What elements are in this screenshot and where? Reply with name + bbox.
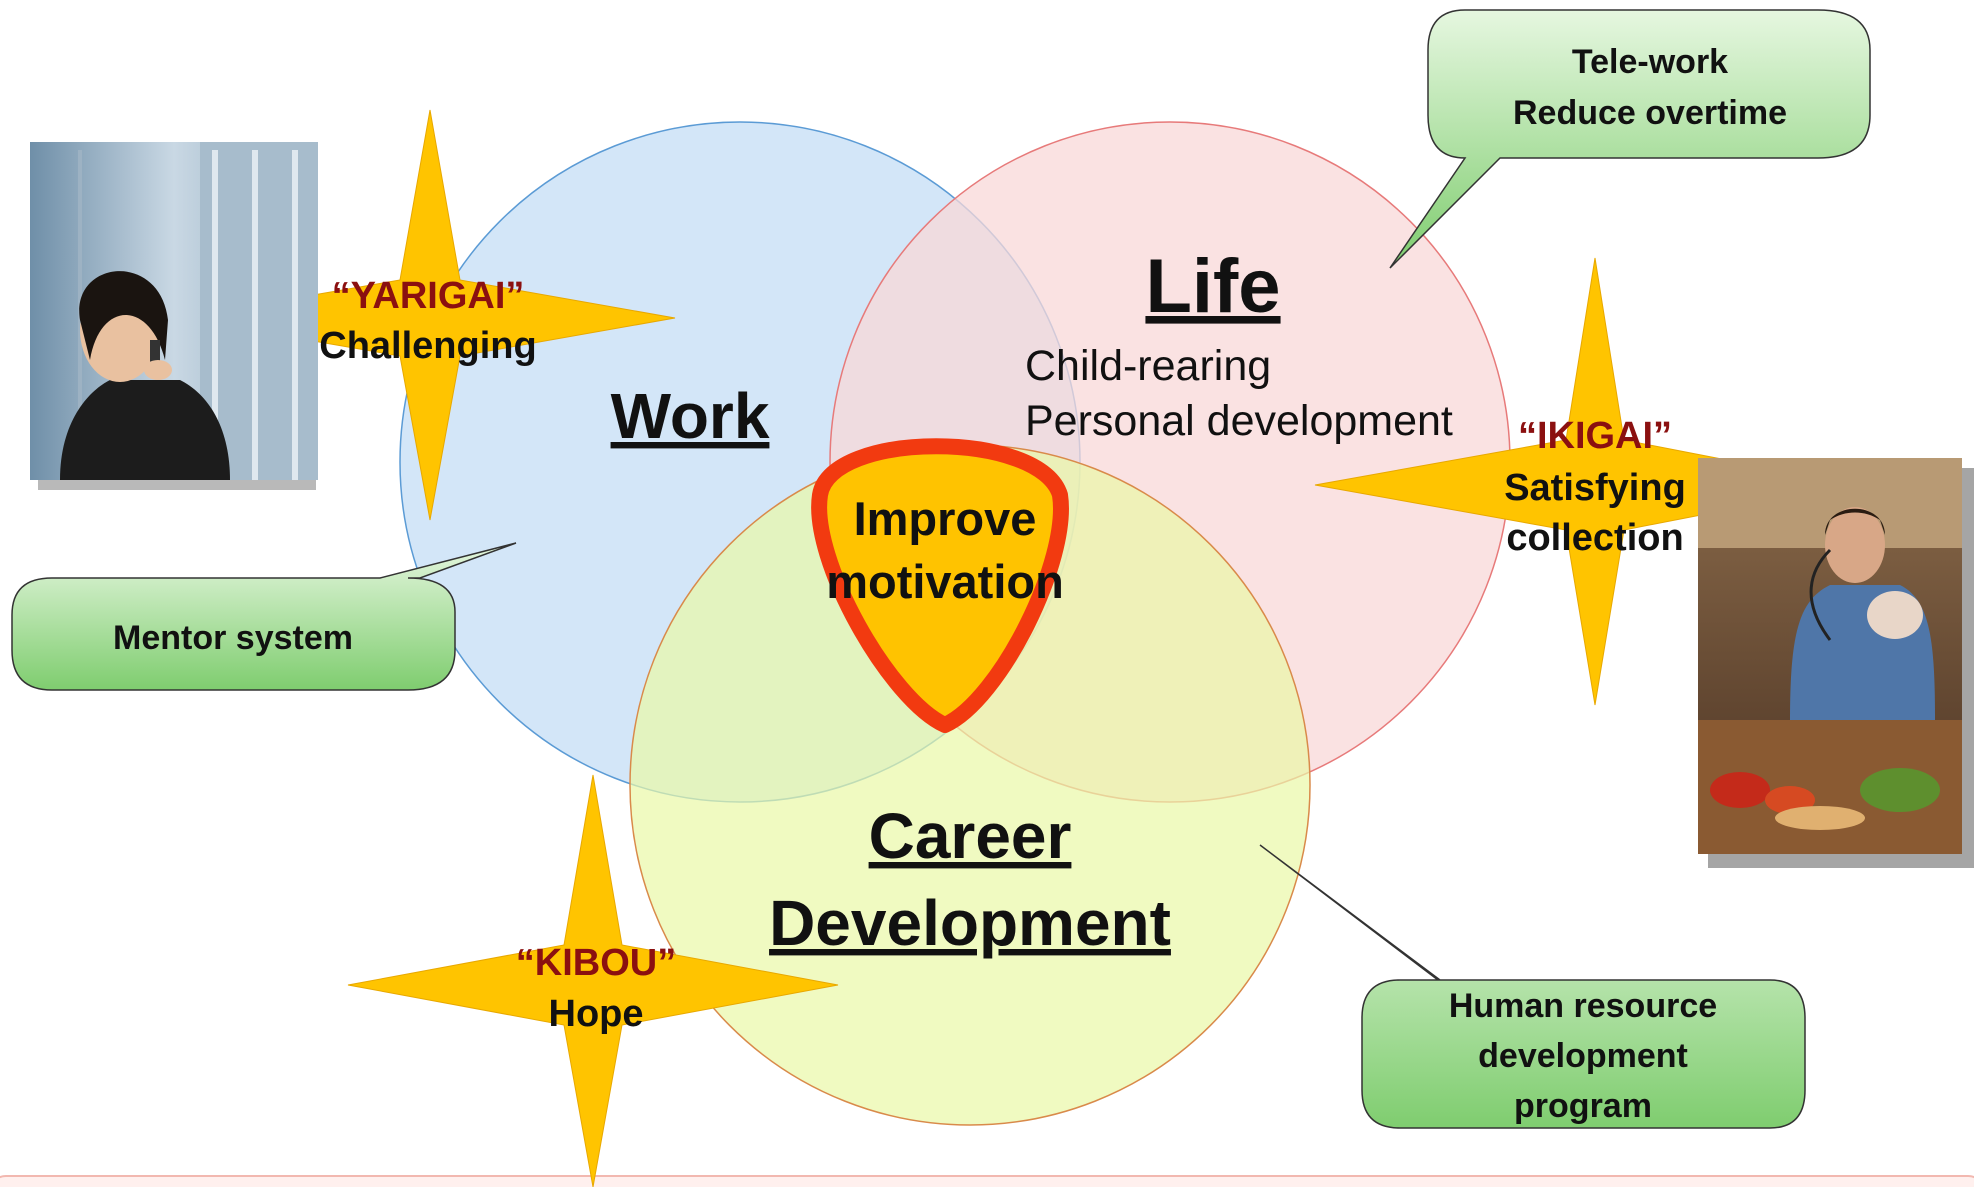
ikigai-star-icon bbox=[1314, 257, 1856, 706]
hr-callout bbox=[1259, 844, 1806, 1129]
bottom-banner bbox=[0, 1175, 1974, 1192]
ikigai-meaning-line2: collection bbox=[1506, 517, 1683, 559]
businesswoman-phone-photo bbox=[30, 142, 318, 490]
improve-motivation-line2: motivation bbox=[826, 555, 1064, 608]
life-heading: Life bbox=[1145, 244, 1280, 329]
yarigai-label: “YARIGAI” bbox=[332, 275, 525, 317]
yarigai-meaning: Challenging bbox=[319, 325, 536, 367]
hr-line1: Human resource bbox=[1449, 987, 1717, 1025]
work-heading: Work bbox=[611, 380, 770, 452]
mentor-line1: Mentor system bbox=[113, 619, 353, 657]
ikigai-meaning-line1: Satisfying bbox=[1504, 467, 1686, 509]
life-subitem-2: Personal development bbox=[1025, 397, 1453, 445]
telework-line2: Reduce overtime bbox=[1513, 94, 1787, 132]
career-heading-line2: Development bbox=[769, 887, 1171, 959]
telework-callout bbox=[1389, 9, 1871, 269]
telework-line1: Tele-work bbox=[1572, 43, 1728, 81]
hr-line2: development bbox=[1478, 1037, 1688, 1075]
career-heading-line1: Career bbox=[869, 800, 1072, 872]
hr-line3: program bbox=[1514, 1087, 1652, 1125]
improve-motivation-line1: Improve bbox=[854, 492, 1037, 545]
ikigai-label: “IKIGAI” bbox=[1518, 415, 1672, 457]
kibou-meaning: Hope bbox=[549, 993, 644, 1035]
father-with-baby-photo bbox=[1698, 458, 1974, 868]
kibou-label: “KIBOU” bbox=[516, 942, 676, 984]
improve-motivation-shape bbox=[811, 438, 1069, 733]
yarigai-star-icon bbox=[179, 109, 676, 521]
mentor-callout bbox=[11, 542, 517, 691]
life-subitem-1: Child-rearing bbox=[1025, 342, 1271, 390]
